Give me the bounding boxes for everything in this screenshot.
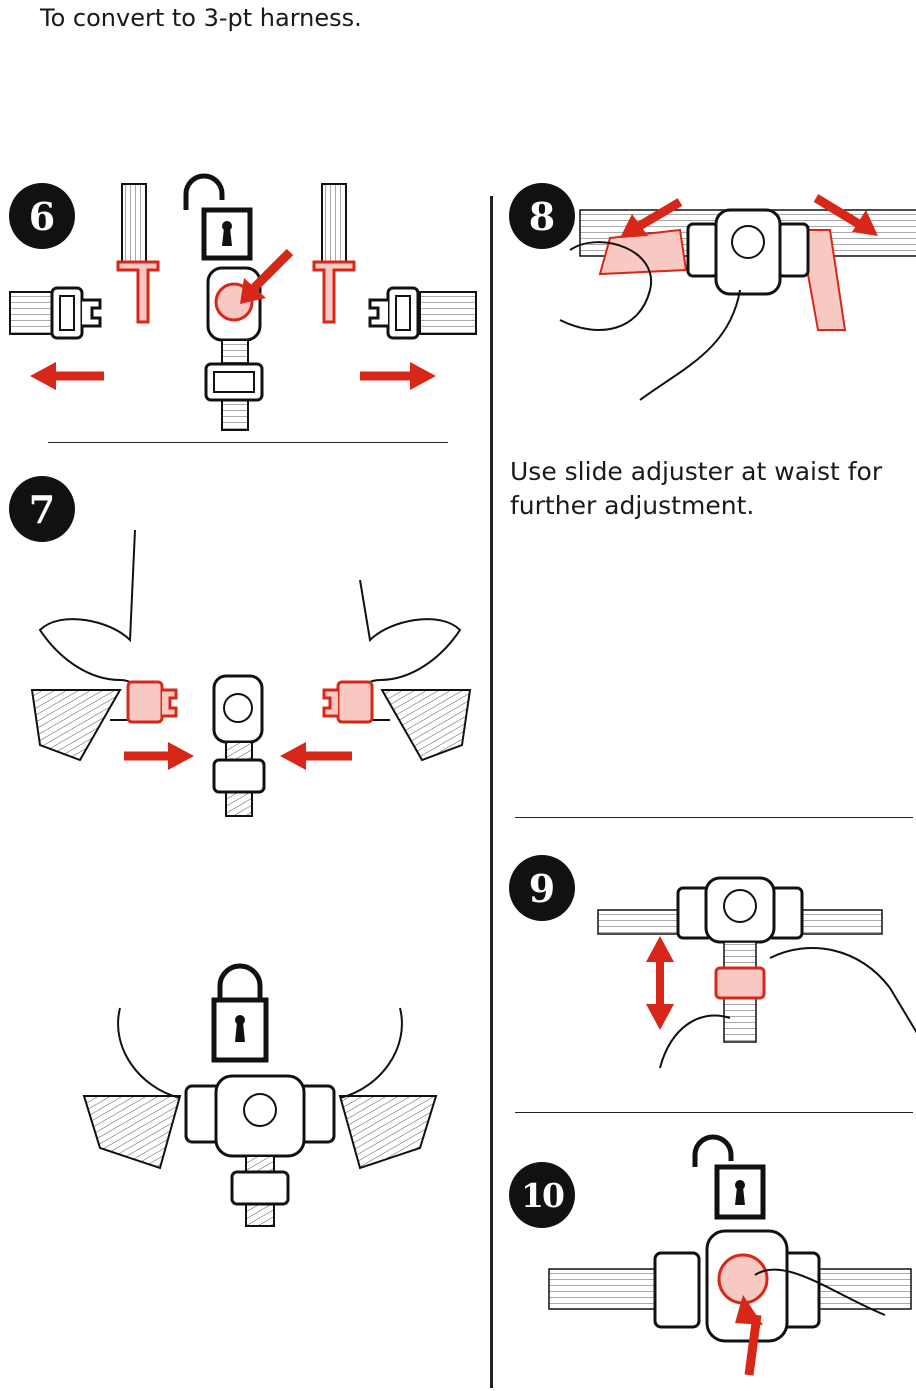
step-9-illustration (597, 876, 916, 1069)
step-7-locked-illustration (82, 963, 438, 1227)
step-7-badge: 7 (9, 476, 75, 542)
step-8-badge: 8 (509, 183, 575, 249)
step-10-illustration (548, 1134, 912, 1376)
page-heading: To convert to 3-pt harness. (40, 4, 362, 32)
step-10-badge: 10 (509, 1162, 575, 1228)
divider-step6-step7 (48, 442, 448, 443)
step-7-illustration (30, 529, 472, 817)
divider-step8-step9 (515, 817, 913, 818)
step-8-note: Use slide adjuster at waist for further … (510, 457, 883, 520)
step-6-badge: 6 (9, 183, 75, 249)
divider-step9-step10 (515, 1112, 913, 1113)
step-9-badge: 9 (509, 855, 575, 921)
step-8-illustration (559, 194, 916, 401)
step-6-illustration (9, 173, 477, 431)
vertical-divider (490, 196, 493, 1388)
